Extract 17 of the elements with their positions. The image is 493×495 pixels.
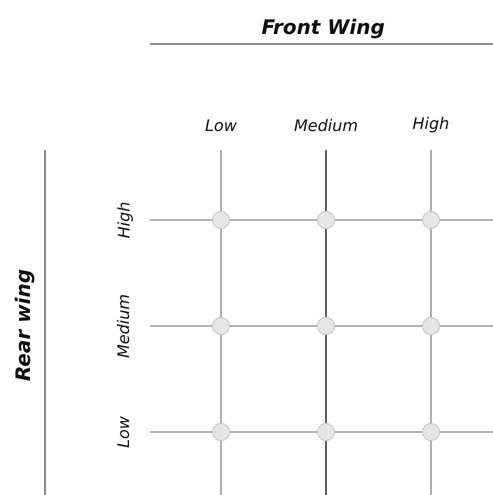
row-label: Low [116,416,132,448]
axis-title: Front Wing [262,17,385,37]
column-label: High [412,116,450,132]
grid-point-circle [212,317,230,335]
grid-point-circle [317,317,335,335]
grid-point-circle [212,423,230,441]
grid-point-circle [317,211,335,229]
row-label: High [116,202,132,238]
grid-point-circle [422,317,440,335]
grid-point-circle [317,423,335,441]
grid-point-circle [422,423,440,441]
column-label: Low [205,118,237,134]
row-label: Medium [116,294,132,358]
grid-point-circle [422,211,440,229]
grid-point-circle [212,211,230,229]
axis-title: Rear wing [13,268,34,382]
column-label: Medium [294,118,358,134]
